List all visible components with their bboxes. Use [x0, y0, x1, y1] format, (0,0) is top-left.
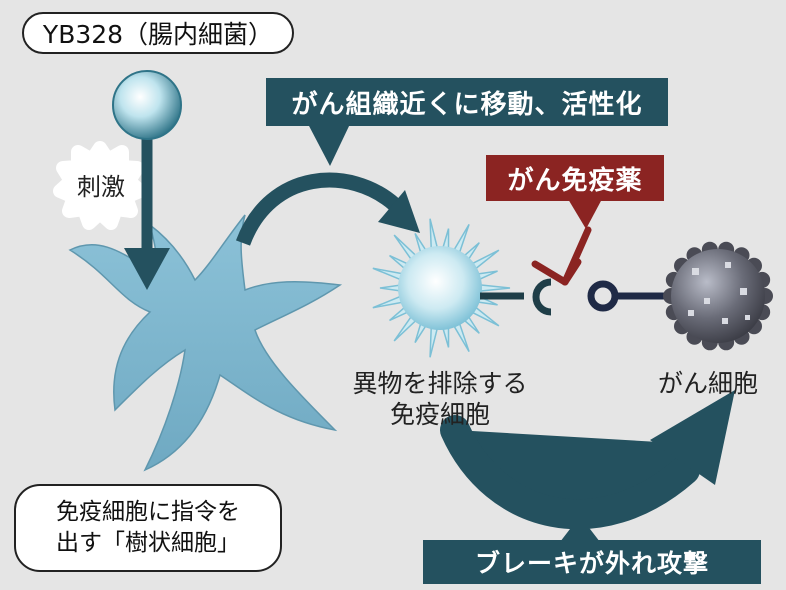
cancer-cell [663, 241, 773, 351]
stimulus-burst [53, 141, 147, 230]
brake-banner-pointer [560, 516, 600, 542]
bacteria-cell [112, 70, 182, 140]
cancer-cell-label: がん細胞 [657, 369, 758, 398]
drug-banner: がん免疫薬 [486, 155, 664, 201]
brake-banner: ブレーキが外れ攻撃 [423, 540, 761, 584]
arrow-bacteria-to-dendritic [124, 138, 170, 290]
stimulus-label: 刺激 [77, 173, 125, 201]
migrate-banner-pointer [308, 124, 350, 166]
drug-banner-pointer [568, 199, 602, 229]
immune-receptor [480, 278, 552, 316]
arrow-dendritic-to-immune [235, 172, 420, 246]
bacteria-label: YB328（腸内細菌） [22, 12, 294, 54]
dendritic-cell [68, 214, 343, 472]
antibody-drug [531, 226, 592, 286]
immune-cell-label: 異物を排除する 免疫細胞 [352, 369, 528, 430]
attack-arrow [440, 390, 735, 530]
migrate-banner: がん組織近くに移動、活性化 [266, 78, 668, 126]
immune-cell [372, 218, 511, 358]
cancer-ligand [587, 280, 668, 312]
dendritic-label: 免疫細胞に指令を 出す「樹状細胞」 [14, 484, 282, 572]
